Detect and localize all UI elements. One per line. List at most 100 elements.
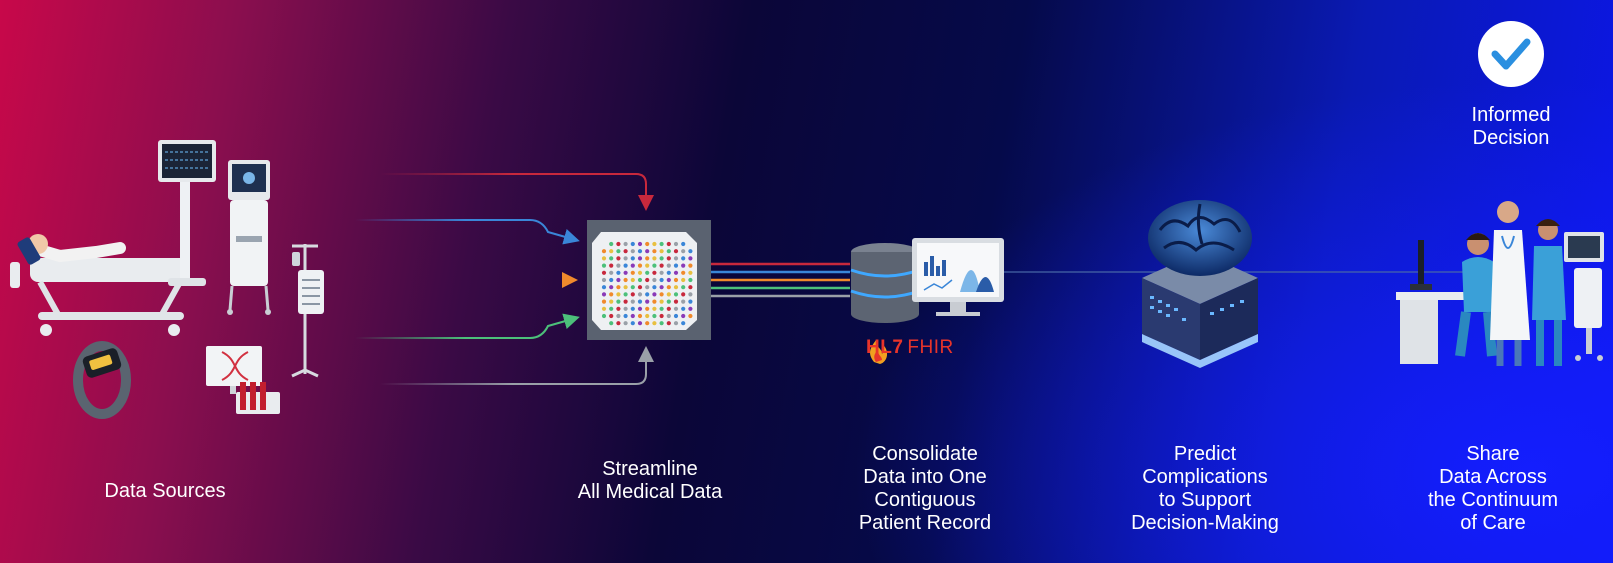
- chip-dot: [645, 321, 650, 326]
- chip-dot: [645, 241, 650, 247]
- chip-dot: [645, 299, 650, 304]
- chip-dot: [623, 249, 628, 254]
- database-icon: [850, 243, 920, 323]
- chip-dot: [645, 292, 650, 297]
- chip-dot: [666, 313, 671, 319]
- label-predict: Predict Complications to Support Decisio…: [1131, 443, 1279, 534]
- arrow-red: [380, 173, 654, 211]
- chip-dot: [652, 285, 657, 290]
- ventilator-icon: [227, 160, 271, 315]
- chip-dot: [637, 277, 643, 283]
- chip-dot: [652, 306, 657, 311]
- chip-dot: [601, 306, 607, 311]
- informed-decision-check-icon: [1478, 21, 1544, 87]
- chip-dot: [659, 241, 664, 247]
- hospital-bed-icon: [10, 234, 190, 336]
- chip-dot: [659, 285, 664, 290]
- chip-dot: [637, 313, 643, 319]
- chip-dot: [673, 313, 679, 319]
- chip-dot: [659, 292, 664, 297]
- chip-dot: [623, 256, 628, 261]
- chip-dot: [681, 313, 686, 319]
- chip-dot: [609, 313, 614, 319]
- chip-dot: [659, 270, 664, 275]
- chip-dot: [609, 263, 614, 268]
- chip-dot: [673, 285, 679, 290]
- chip-dot: [616, 256, 621, 261]
- chip-dot: [645, 313, 650, 319]
- chip-dot: [630, 285, 635, 290]
- chip-dot: [666, 277, 671, 283]
- chip-dot: [652, 299, 657, 304]
- fhir-text: FHIR: [907, 337, 954, 358]
- chip-dot: [652, 249, 657, 254]
- chip-dot: [616, 299, 621, 304]
- chip-dot: [630, 313, 635, 319]
- doctor-icon: [1490, 201, 1530, 366]
- chip-dot: [616, 321, 621, 326]
- chip-dot: [637, 256, 643, 261]
- chip-dot: [623, 321, 628, 326]
- chip-dot: [609, 285, 614, 290]
- chip-dot: [601, 256, 607, 261]
- chip-dot: [609, 241, 614, 247]
- chip-dot: [609, 292, 614, 297]
- chip-dot: [681, 277, 686, 283]
- chip-dot: [623, 285, 628, 290]
- chip-dot: [637, 241, 643, 247]
- chip-dot: [616, 277, 621, 283]
- chip-dot: [673, 306, 679, 311]
- chip-dot: [681, 285, 686, 290]
- chip-dot: [609, 277, 614, 283]
- chip-dot: [637, 299, 643, 304]
- chip-dot: [673, 321, 679, 326]
- chip-dot: [623, 270, 628, 275]
- arrow-gray: [380, 346, 654, 385]
- label-consolidate: Consolidate Data into One Contiguous Pat…: [858, 443, 992, 534]
- chip-dot: [681, 292, 686, 297]
- chip-dot: [623, 263, 628, 268]
- chip-to-database-lines: [711, 262, 850, 298]
- desk-icon: [1396, 240, 1482, 364]
- chip-dot: [623, 299, 628, 304]
- chip-dot: [673, 256, 679, 261]
- chip-dot: [630, 270, 635, 275]
- arrow-green: [355, 313, 580, 339]
- chip-dot: [616, 306, 621, 311]
- chip-dot: [652, 256, 657, 261]
- chip-dot: [659, 321, 664, 326]
- chip-dot: [601, 270, 607, 275]
- chip-dot: [688, 263, 693, 268]
- hl7-flame-icon: [870, 340, 888, 364]
- chip-dot: [623, 277, 628, 283]
- chip-dot: [659, 299, 664, 304]
- chip-dot: [681, 321, 686, 326]
- chip-dot: [652, 313, 657, 319]
- chip-dot: [652, 277, 657, 283]
- chip-dot: [681, 256, 686, 261]
- chip-dot: [673, 241, 679, 247]
- chip-dot: [659, 256, 664, 261]
- chip-dot: [659, 263, 664, 268]
- chip-dot: [609, 256, 614, 261]
- chip-dot: [601, 285, 607, 290]
- iv-pole-icon: [291, 244, 324, 378]
- chip-dot: [609, 270, 614, 275]
- chip-dot: [630, 263, 635, 268]
- chip-dot: [601, 263, 607, 268]
- label-informed-decision: Informed Decision: [1471, 104, 1551, 149]
- chip-dot: [609, 299, 614, 304]
- chip-dot: [623, 292, 628, 297]
- medical-cart-icon: [1564, 232, 1604, 361]
- nurse-standing-icon: [1532, 219, 1566, 366]
- chip-dot: [623, 306, 628, 311]
- chip-dot: [616, 313, 621, 319]
- ai-brain-icon: [1142, 200, 1258, 368]
- chip-dot: [688, 313, 693, 319]
- chip-dot: [645, 306, 650, 311]
- chip-dot: [616, 270, 621, 275]
- data-flow-arrows: [350, 173, 654, 385]
- chip-dot: [645, 256, 650, 261]
- chip-dot: [645, 263, 650, 268]
